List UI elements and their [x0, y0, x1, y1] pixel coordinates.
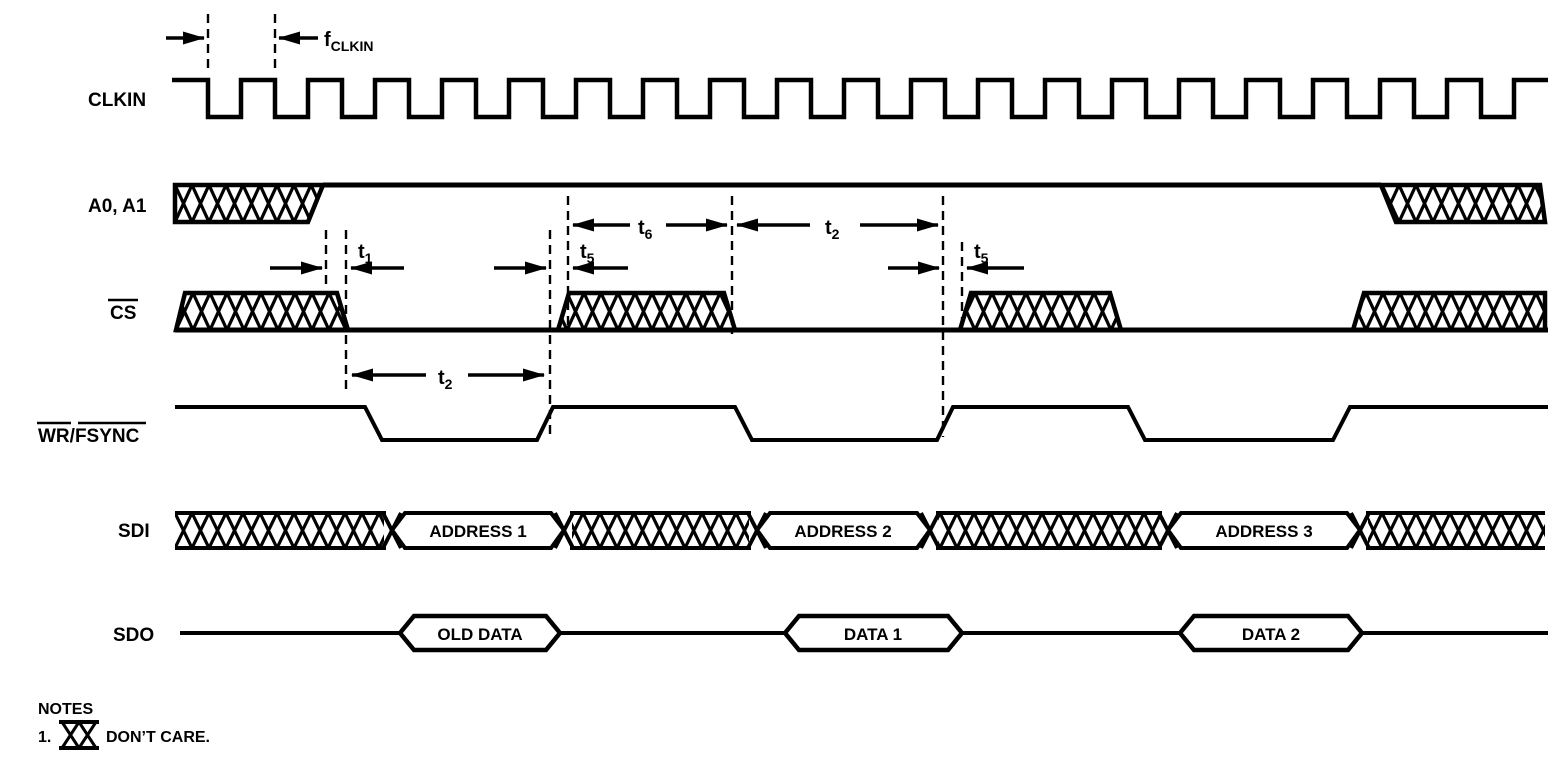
sdi-label: SDI	[118, 521, 150, 542]
wr-fsync-label: WR/FSYNC	[38, 426, 140, 447]
cs-dontcare-3	[956, 290, 1125, 333]
clkin-label: CLKIN	[88, 90, 146, 111]
clkin-waveform	[172, 77, 1548, 120]
t2-bottom-annotations: t2	[351, 367, 545, 392]
sdo-label: SDO	[113, 625, 154, 646]
a0a1-dontcare-right	[1377, 182, 1548, 225]
cs-dontcare-2	[554, 290, 739, 333]
t6-annotation: t6	[638, 217, 653, 242]
notes-heading: NOTES	[38, 701, 93, 718]
t6-t2-annotations: t6 t2	[572, 196, 939, 334]
sdo-bubble-data1	[782, 613, 965, 653]
sdi-row: SDI ADDRESS 1 ADDRESS 2 ADDRESS 3	[118, 511, 1545, 550]
sdo-row: SDO OLD DATA DATA 1 DATA 2	[113, 613, 1548, 653]
dont-care-symbol	[59, 720, 99, 750]
t2-bottom-annotation: t2	[438, 367, 453, 392]
t5-second-annotation: t5	[974, 241, 989, 266]
note-text: DON’T CARE.	[106, 729, 210, 746]
a0a1-label: A0, A1	[88, 196, 147, 217]
sdi-dontcare-4	[1368, 513, 1545, 548]
sdi-dontcare-1	[175, 513, 384, 548]
cs-label: CS	[110, 303, 136, 324]
sdo-value-olddata: OLD DATA	[437, 625, 522, 644]
notes-block: NOTES 1. DON’T CARE.	[38, 701, 210, 750]
sdi-dontcare-3	[938, 513, 1160, 548]
a0a1-row: A0, A1	[88, 182, 1548, 225]
cs-dontcare-1	[173, 290, 352, 333]
sdi-value-address2: ADDRESS 2	[794, 522, 891, 541]
sdo-value-data2: DATA 2	[1242, 625, 1300, 644]
note-item-number: 1.	[38, 729, 51, 746]
fclkin-annotation: fCLKIN	[324, 29, 373, 54]
cs-dontcare-4	[1349, 290, 1548, 333]
t2-top-annotation: t2	[825, 217, 840, 242]
wr-fsync-row: WR/FSYNC	[37, 405, 1548, 447]
sdo-bubble-data2	[1177, 613, 1365, 653]
t1-t5-annotations: t1 t5 t5	[270, 196, 1024, 437]
sdi-crossovers	[381, 512, 1371, 549]
sdi-value-address3: ADDRESS 3	[1215, 522, 1312, 541]
clkin-row: CLKIN fCLKIN	[88, 14, 1548, 120]
sdi-dontcare-2	[572, 513, 749, 548]
wr-fsync-waveform	[175, 405, 1548, 442]
t1-annotation: t1	[358, 241, 373, 266]
sdo-bubble-olddata	[397, 613, 563, 653]
cs-row: CS	[108, 290, 1548, 333]
sdi-value-address1: ADDRESS 1	[429, 522, 526, 541]
a0a1-dontcare-left	[172, 182, 327, 225]
t5-first-annotation: t5	[580, 241, 595, 266]
sdo-value-data1: DATA 1	[844, 625, 902, 644]
